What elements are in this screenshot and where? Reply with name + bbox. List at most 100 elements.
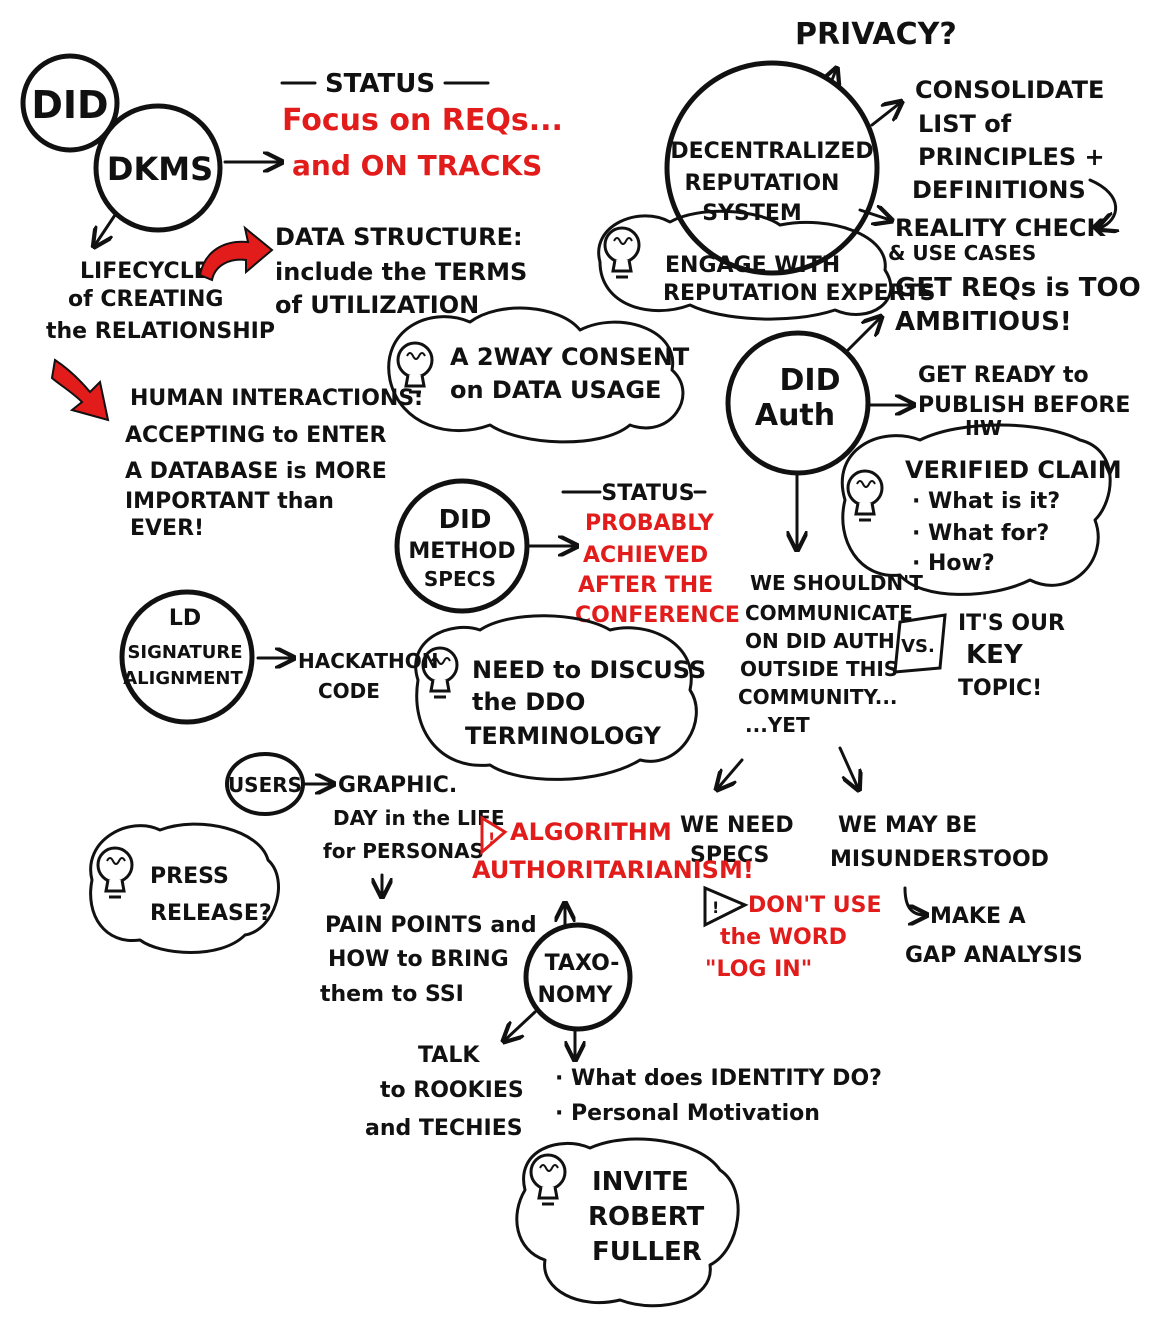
did-auth-to-reqs-arrow xyxy=(846,318,880,352)
svg-text:HACKATHON: HACKATHON xyxy=(298,649,438,673)
data-structure-text: DATA STRUCTURE: include the TERMS of UTI… xyxy=(275,223,527,319)
svg-text:PAIN POINTS and: PAIN POINTS and xyxy=(325,913,537,938)
svg-text:A 2WAY CONSENT: A 2WAY CONSENT xyxy=(450,343,690,371)
svg-text:IMPORTANT than: IMPORTANT than xyxy=(125,489,334,514)
to-gap-arrow xyxy=(903,886,925,915)
svg-text:IIW: IIW xyxy=(965,416,1002,440)
svg-text:of UTILIZATION: of UTILIZATION xyxy=(275,291,479,319)
vs-badge: VS. xyxy=(893,613,947,674)
dkms-status: STATUS Focus on REQs... and ON TRACKS xyxy=(280,69,563,182)
svg-text:KEY: KEY xyxy=(966,640,1024,670)
svg-text:METHOD: METHOD xyxy=(408,539,515,564)
svg-text:CONSOLIDATE: CONSOLIDATE xyxy=(915,76,1104,104)
svg-text:REALITY CHECK: REALITY CHECK xyxy=(895,214,1106,242)
svg-text:PRINCIPLES +: PRINCIPLES + xyxy=(918,143,1105,171)
svg-text:MAKE A: MAKE A xyxy=(930,904,1026,929)
method-specs-status: STATUS PROBABLY ACHIEVED AFTER THE CONFE… xyxy=(561,481,740,628)
reputation-circle: DECENTRALIZED REPUTATION SYSTEM xyxy=(664,60,880,276)
svg-text:ROBERT: ROBERT xyxy=(588,1202,705,1232)
svg-text:SPECS: SPECS xyxy=(424,567,496,591)
svg-text:DID: DID xyxy=(31,83,108,127)
graphic-text: GRAPHIC. DAY in the LIFE for PERSONAS xyxy=(323,773,505,863)
svg-text:!: ! xyxy=(488,829,495,848)
svg-text:REPUTATION EXPERTS: REPUTATION EXPERTS xyxy=(663,281,936,306)
svg-text:MISUNDERSTOOD: MISUNDERSTOOD xyxy=(830,847,1049,872)
lightbulb-icon xyxy=(96,846,134,899)
svg-text:ALIGNMENT: ALIGNMENT xyxy=(123,668,243,689)
svg-text:Auth: Auth xyxy=(755,398,835,433)
svg-text:PRESS: PRESS xyxy=(150,864,229,889)
svg-text:DAY in the LIFE: DAY in the LIFE xyxy=(333,806,505,830)
invite-cloud: INVITE ROBERT FULLER xyxy=(515,1137,740,1308)
svg-text:TALK: TALK xyxy=(418,1043,480,1068)
svg-text:the DDO: the DDO xyxy=(472,688,585,716)
svg-text:REPUTATION: REPUTATION xyxy=(685,171,840,196)
lightbulb-icon xyxy=(603,226,641,279)
svg-text:LIST of: LIST of xyxy=(918,110,1012,138)
svg-text:include the TERMS: include the TERMS xyxy=(275,258,527,286)
get-reqs-text: GET REQs is TOO AMBITIOUS! xyxy=(895,273,1141,337)
svg-text:ACCEPTING to ENTER: ACCEPTING to ENTER xyxy=(125,423,387,448)
users-circle: USERS xyxy=(225,752,305,816)
svg-text:...YET: ...YET xyxy=(745,713,810,737)
to-need-specs-arrow xyxy=(718,758,744,788)
red-arrow-human-interactions xyxy=(50,358,110,422)
lightbulb-icon xyxy=(529,1153,567,1206)
svg-text:EVER!: EVER! xyxy=(130,516,204,541)
svg-text:!: ! xyxy=(712,898,719,917)
consent-cloud: A 2WAY CONSENT on DATA USAGE xyxy=(387,306,690,444)
human-interactions-text: HUMAN INTERACTIONS: ACCEPTING to ENTER A… xyxy=(125,386,423,541)
svg-text:DECENTRALIZED: DECENTRALIZED xyxy=(670,139,873,164)
svg-text:LD: LD xyxy=(169,606,201,631)
questions-text: · What does IDENTITY DO? · Personal Moti… xyxy=(555,1066,882,1126)
svg-text:to ROOKIES: to ROOKIES xyxy=(380,1078,524,1103)
svg-text:USERS: USERS xyxy=(228,773,302,797)
consolidate-curve-arrow xyxy=(1088,178,1116,228)
svg-text:IT'S OUR: IT'S OUR xyxy=(958,611,1065,636)
svg-text:HOW to BRING: HOW to BRING xyxy=(328,947,509,972)
svg-text:· What is it?: · What is it? xyxy=(912,489,1060,514)
to-misunderstood-arrow xyxy=(838,746,858,788)
svg-text:ALGORITHM: ALGORITHM xyxy=(510,818,672,846)
svg-text:NEED to DISCUSS: NEED to DISCUSS xyxy=(472,656,706,684)
svg-text:DKMS: DKMS xyxy=(107,150,213,188)
verified-claim-cloud: VERIFIED CLAIM · What is it? · What for?… xyxy=(840,423,1122,596)
svg-text:WE MAY BE: WE MAY BE xyxy=(838,813,977,838)
svg-text:the WORD: the WORD xyxy=(720,925,847,950)
svg-text:on DATA USAGE: on DATA USAGE xyxy=(450,376,661,404)
reputation-cloud: ENGAGE WITH REPUTATION EXPERTS xyxy=(597,209,936,321)
svg-text:TOPIC!: TOPIC! xyxy=(958,676,1042,701)
svg-text:RELEASE?: RELEASE? xyxy=(150,901,272,926)
svg-text:CONFERENCE: CONFERENCE xyxy=(575,603,740,628)
svg-text:WE NEED: WE NEED xyxy=(680,813,794,838)
reality-check-text: REALITY CHECK & USE CASES xyxy=(888,214,1106,265)
svg-text:STATUS: STATUS xyxy=(601,481,694,506)
warning-icon xyxy=(480,815,508,856)
svg-text:VERIFIED CLAIM: VERIFIED CLAIM xyxy=(905,456,1122,484)
svg-text:Focus on REQs...: Focus on REQs... xyxy=(282,103,563,138)
svg-text:COMMUNITY...: COMMUNITY... xyxy=(738,685,898,709)
gap-analysis-text: MAKE A GAP ANALYSIS xyxy=(905,904,1083,968)
svg-text:ON DID AUTH: ON DID AUTH xyxy=(745,629,895,653)
svg-text:LIFECYCLE: LIFECYCLE xyxy=(80,259,209,284)
svg-text:STATUS: STATUS xyxy=(325,69,435,99)
svg-text:OUTSIDE THIS: OUTSIDE THIS xyxy=(740,657,898,681)
svg-text:AMBITIOUS!: AMBITIOUS! xyxy=(895,307,1072,337)
reputation-to-reality-arrow xyxy=(858,210,890,220)
svg-text:VS.: VS. xyxy=(901,636,935,657)
key-topic-text: IT'S OUR KEY TOPIC! xyxy=(958,611,1065,701)
svg-text:· What does IDENTITY DO?: · What does IDENTITY DO? xyxy=(555,1066,882,1091)
talk-text: TALK to ROOKIES and TECHIES xyxy=(365,1043,524,1141)
svg-text:HUMAN INTERACTIONS:: HUMAN INTERACTIONS: xyxy=(130,386,423,411)
svg-text:AUTHORITARIANISM!: AUTHORITARIANISM! xyxy=(472,856,754,884)
svg-text:and ON TRACKS: and ON TRACKS xyxy=(292,149,542,182)
svg-text:PUBLISH BEFORE: PUBLISH BEFORE xyxy=(918,393,1130,418)
misunderstood-text: WE MAY BE MISUNDERSTOOD xyxy=(830,813,1049,872)
svg-text:A DATABASE is MORE: A DATABASE is MORE xyxy=(125,459,387,484)
did-circle: DID xyxy=(20,53,120,153)
svg-text:the RELATIONSHIP: the RELATIONSHIP xyxy=(46,319,275,344)
svg-text:FULLER: FULLER xyxy=(592,1237,702,1267)
taxonomy-circle: TAXO- NOMY xyxy=(523,922,633,1032)
taxonomy-to-talk-arrow xyxy=(505,1010,537,1040)
